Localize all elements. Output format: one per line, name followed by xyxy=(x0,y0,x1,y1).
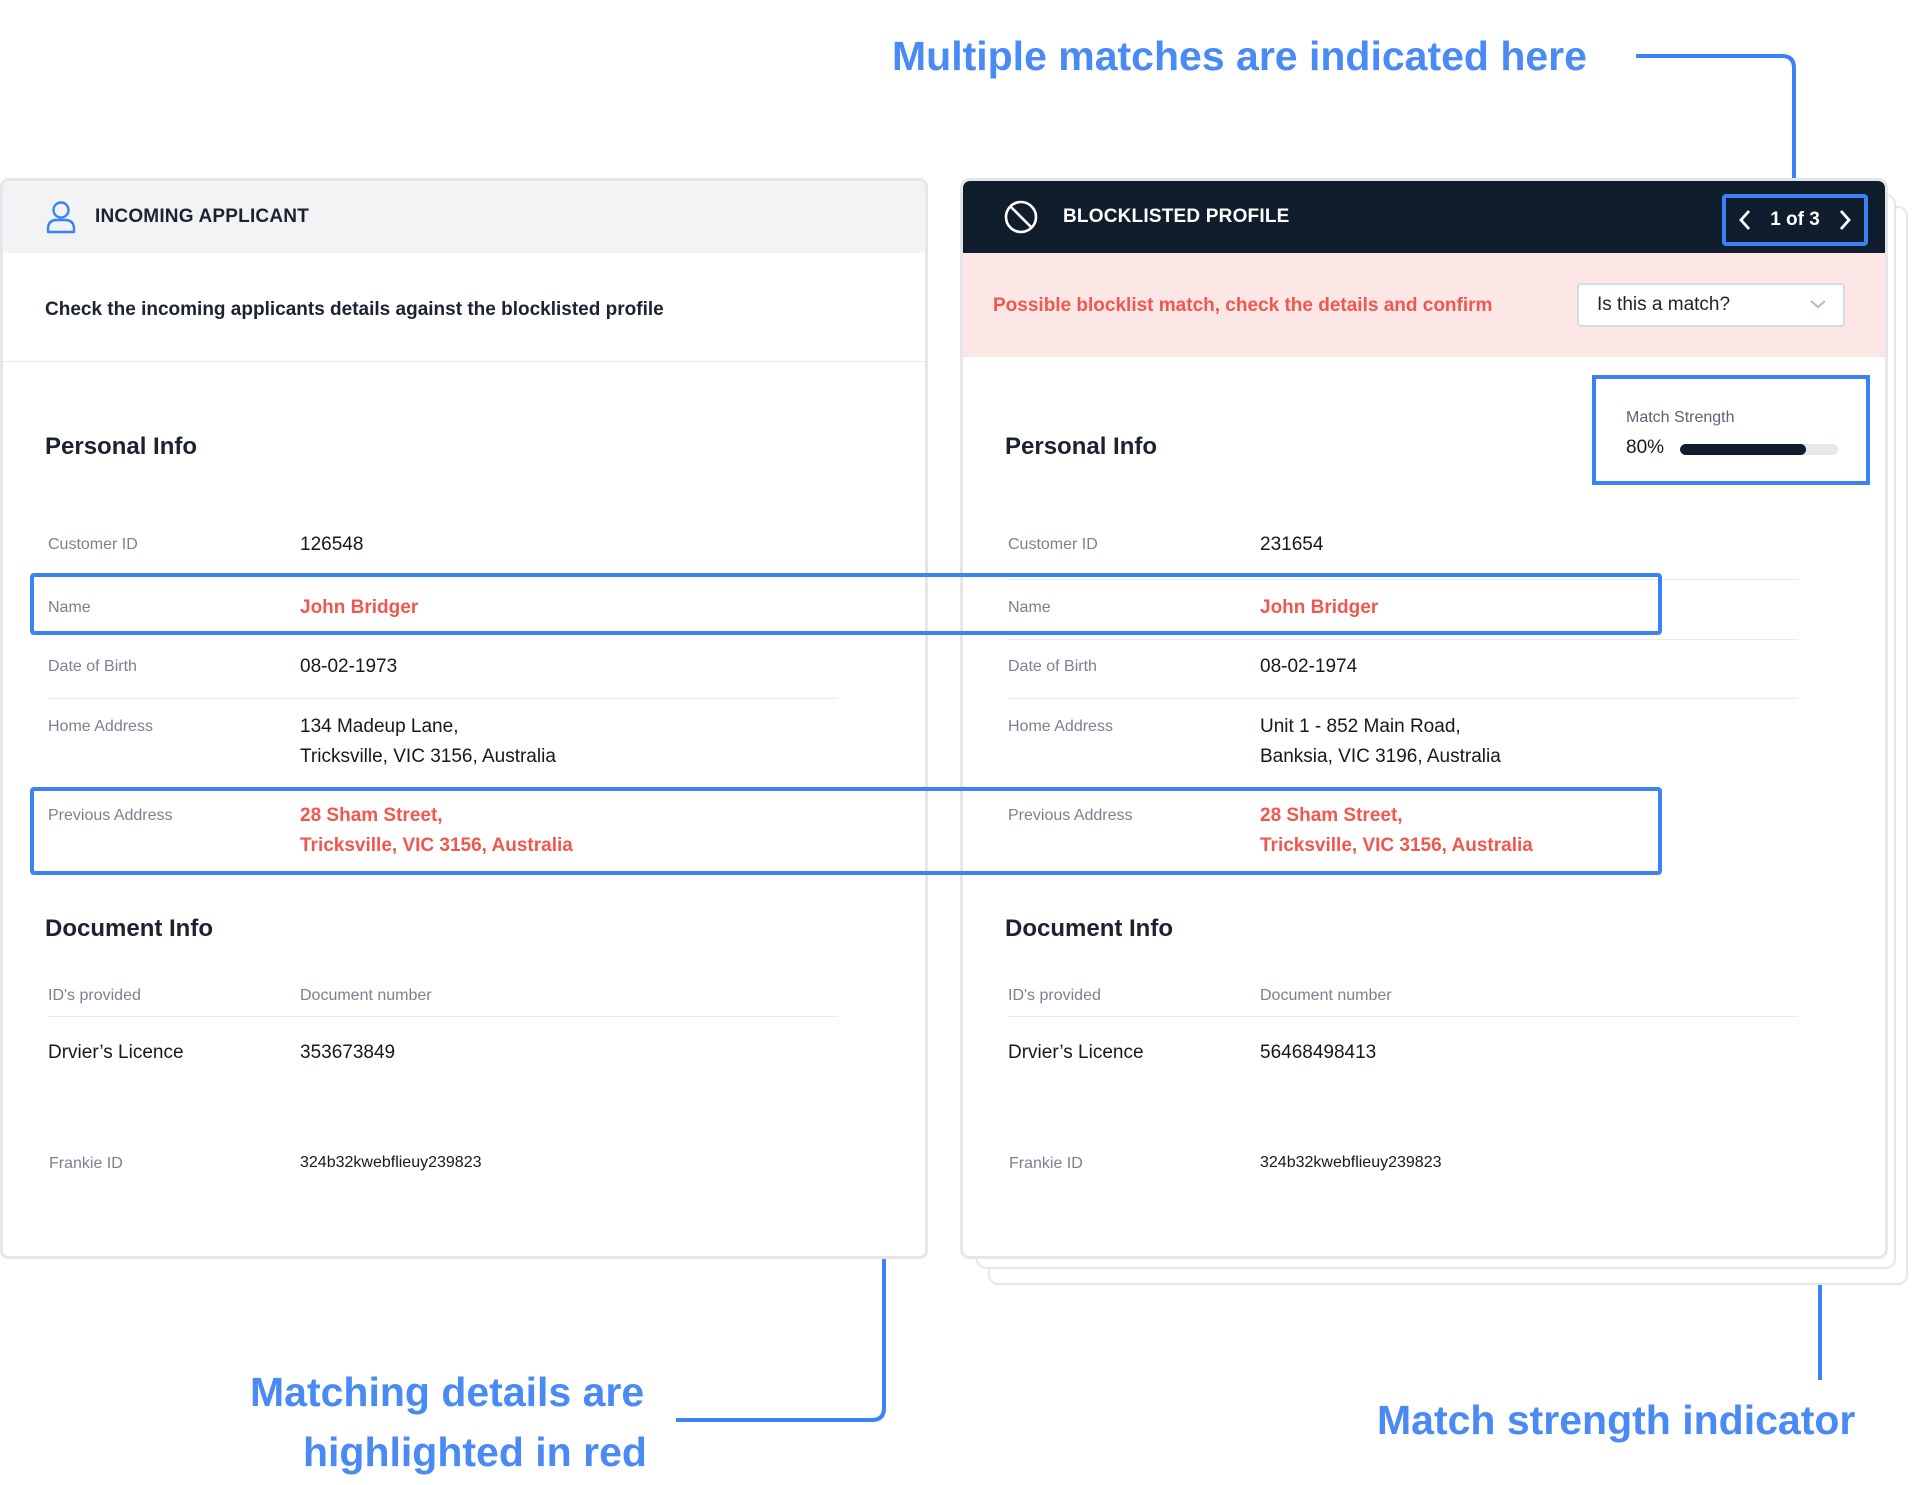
home-address-line2: Tricksville, VIC 3156, Australia xyxy=(300,746,556,767)
ids-provided-label: ID's provided xyxy=(48,987,141,1004)
row-divider xyxy=(48,698,838,699)
id-type-value: Drvier’s Licence xyxy=(1008,1042,1144,1063)
chevron-right-icon[interactable] xyxy=(1838,209,1852,231)
match-strength-value: 80% xyxy=(1626,437,1665,458)
previous-address-label: Previous Address xyxy=(48,807,173,824)
name-value: John Bridger xyxy=(300,597,419,618)
previous-address-line1: 28 Sham Street, xyxy=(1260,805,1403,826)
match-strength-fill xyxy=(1680,444,1807,455)
incoming-applicant-panel: INCOMING APPLICANT Check the incoming ap… xyxy=(0,178,928,1259)
frankie-id-value: 324b32kwebflieuy239823 xyxy=(300,1154,482,1171)
customer-id-label: Customer ID xyxy=(48,536,138,553)
name-label: Name xyxy=(48,599,91,616)
name-label: Name xyxy=(1008,599,1051,616)
document-info-title: Document Info xyxy=(45,915,213,942)
home-address-line1: Unit 1 - 852 Main Road, xyxy=(1260,716,1461,737)
chevron-left-icon[interactable] xyxy=(1738,209,1752,231)
row-divider xyxy=(1008,579,1798,580)
alert-text: Possible blocklist match, check the deta… xyxy=(993,295,1493,316)
document-number-label: Document number xyxy=(300,987,432,1004)
frankie-id-label: Frankie ID xyxy=(49,1155,123,1172)
document-number-value: 56468498413 xyxy=(1260,1042,1377,1063)
ids-provided-label: ID's provided xyxy=(1008,987,1101,1004)
personal-info-title: Personal Info xyxy=(45,433,198,460)
document-info-title: Document Info xyxy=(1005,915,1173,942)
match-strength-indicator: Match Strength 80% xyxy=(1592,375,1870,485)
annotation-multiple-matches: Multiple matches are indicated here xyxy=(892,33,1587,79)
annotation-matching-details-line2: highlighted in red xyxy=(303,1429,647,1475)
previous-address-match-highlight xyxy=(30,787,1662,875)
dob-label: Date of Birth xyxy=(1008,658,1097,675)
pager-count: 1 of 3 xyxy=(1770,209,1820,230)
panel-title: BLOCKLISTED PROFILE xyxy=(1063,206,1290,227)
dob-value: 08-02-1974 xyxy=(1260,656,1358,677)
home-address-label: Home Address xyxy=(1008,718,1113,735)
frankie-id-value: 324b32kwebflieuy239823 xyxy=(1260,1154,1442,1171)
incoming-applicant-header: INCOMING APPLICANT xyxy=(3,181,925,253)
row-divider xyxy=(1008,639,1798,640)
match-pager: 1 of 3 xyxy=(1722,194,1868,246)
dob-value: 08-02-1973 xyxy=(300,656,398,677)
name-value: John Bridger xyxy=(1260,597,1379,618)
block-icon xyxy=(1003,199,1039,235)
user-icon xyxy=(45,200,77,234)
document-number-label: Document number xyxy=(1260,987,1392,1004)
match-confirm-dropdown[interactable]: Is this a match? xyxy=(1577,283,1845,327)
home-address-label: Home Address xyxy=(48,718,153,735)
panel-title: INCOMING APPLICANT xyxy=(95,206,310,227)
annotation-matching-details-line1: Matching details are xyxy=(250,1369,645,1415)
frankie-id-label: Frankie ID xyxy=(1009,1155,1083,1172)
row-divider xyxy=(1008,698,1798,699)
row-divider xyxy=(1008,1016,1798,1017)
id-type-value: Drvier’s Licence xyxy=(48,1042,184,1063)
customer-id-value: 126548 xyxy=(300,534,364,555)
divider xyxy=(3,361,925,362)
document-number-value: 353673849 xyxy=(300,1042,396,1063)
match-confirm-placeholder: Is this a match? xyxy=(1597,294,1731,315)
row-divider xyxy=(48,1016,838,1017)
match-strength-bar xyxy=(1680,444,1838,455)
instructions-text: Check the incoming applicants details ag… xyxy=(45,299,664,320)
name-match-highlight xyxy=(30,573,1662,635)
previous-address-label: Previous Address xyxy=(1008,807,1133,824)
home-address-line1: 134 Madeup Lane, xyxy=(300,716,459,737)
dob-label: Date of Birth xyxy=(48,658,137,675)
previous-address-line2: Tricksville, VIC 3156, Australia xyxy=(300,835,573,856)
match-strength-label: Match Strength xyxy=(1626,409,1735,426)
previous-address-line1: 28 Sham Street, xyxy=(300,805,443,826)
home-address-line2: Banksia, VIC 3196, Australia xyxy=(1260,746,1501,767)
customer-id-label: Customer ID xyxy=(1008,536,1098,553)
personal-info-title: Personal Info xyxy=(1005,433,1158,460)
connector-highlight xyxy=(676,872,886,1422)
customer-id-value: 231654 xyxy=(1260,534,1324,555)
chevron-down-icon xyxy=(1809,294,1827,316)
previous-address-line2: Tricksville, VIC 3156, Australia xyxy=(1260,835,1533,856)
connector-pager xyxy=(1636,54,1796,194)
possible-match-alert: Possible blocklist match, check the deta… xyxy=(963,253,1885,357)
annotation-match-strength: Match strength indicator xyxy=(1377,1397,1856,1443)
blocklisted-profile-panel: BLOCKLISTED PROFILE Possible blocklist m… xyxy=(960,178,1888,1259)
